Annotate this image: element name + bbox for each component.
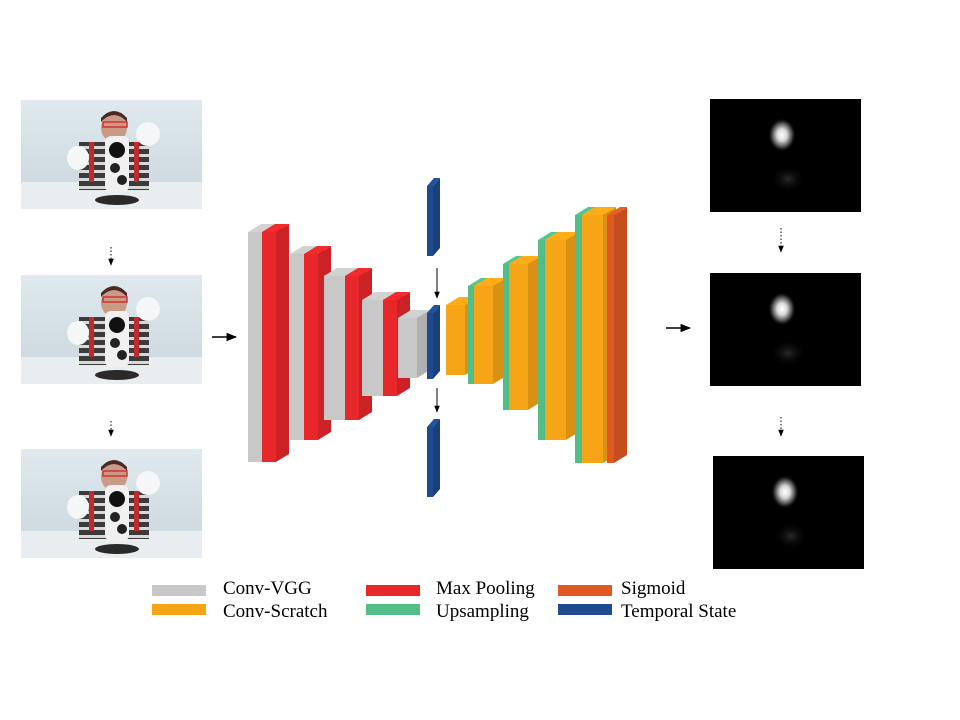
input-frames [21,100,202,558]
temporal-state-group [427,178,440,497]
legend-item: Max Pooling [366,578,535,599]
legend-swatch [152,585,206,596]
legend-item: Sigmoid [558,578,686,599]
saliency-map [710,273,861,386]
legend-label: Conv-Scratch [223,601,328,622]
temporal-state-next [427,419,440,497]
decoder-block [575,207,627,463]
layer-conv-scratch [486,278,506,384]
legend-swatch [558,604,612,615]
temporal-state-current [427,305,440,379]
layer-conv-vgg [410,310,430,378]
legend-swatch [366,604,420,615]
decoder-block [538,232,579,440]
decoder-block [503,256,541,410]
decoder-block [468,278,506,384]
legend-item: Conv-VGG [152,578,312,599]
layer-conv-scratch [521,256,541,410]
legend-item: Upsampling [366,601,529,622]
legend-item: Temporal State [558,601,736,622]
legend-item: Conv-Scratch [152,601,328,622]
legend-label: Max Pooling [436,578,535,599]
temporal-state-previous [427,178,440,256]
saliency-map [710,99,861,212]
layer-sigmoid [607,207,627,463]
legend-label: Upsampling [436,601,529,622]
encoder-block [248,224,289,462]
sequence-arrows [108,228,784,437]
input-frame [21,100,202,209]
input-frame [21,449,202,558]
encoder-block [398,310,430,378]
legend-swatch [558,585,612,596]
saliency-map [713,456,864,569]
output-saliency-maps [710,99,864,569]
input-frame [21,275,202,384]
network [212,178,692,497]
layer-max-pooling [269,224,289,462]
legend-swatch [152,604,206,615]
legend-label: Sigmoid [621,578,686,599]
legend-label: Conv-VGG [223,578,312,599]
legend-swatch [366,585,420,596]
legend-label: Temporal State [621,601,736,622]
